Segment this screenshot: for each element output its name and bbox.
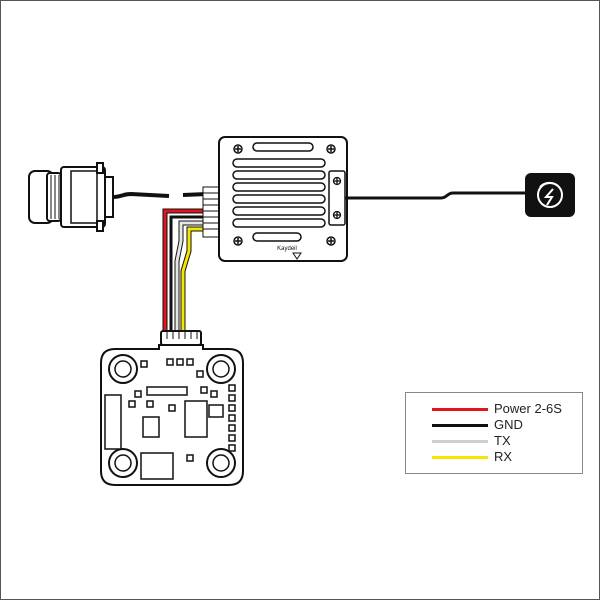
vtx-heatsink-fins xyxy=(232,142,326,242)
legend-label-rx: RX xyxy=(494,449,513,464)
legend-swatch-rx xyxy=(432,456,488,459)
legend-swatch-power xyxy=(432,408,488,411)
wire-color-legend: Power 2-6S GND TX RX xyxy=(405,392,583,474)
signal-wires xyxy=(162,186,220,331)
legend-label-tx: TX xyxy=(494,433,511,448)
flight-controller xyxy=(100,330,244,486)
wire-rx xyxy=(181,227,213,331)
antenna-patch xyxy=(525,173,575,217)
fc-mounting-holes xyxy=(108,354,236,478)
legend-item-power: Power 2-6S xyxy=(406,401,582,417)
legend-item-rx: RX xyxy=(406,449,582,465)
wire-power xyxy=(163,209,213,331)
legend-swatch-gnd xyxy=(432,424,488,427)
camera xyxy=(28,162,114,232)
vtx-brand-label: Kaydeil xyxy=(277,246,297,252)
fc-board xyxy=(100,344,244,486)
legend-swatch-tx xyxy=(432,440,488,443)
camera-cable xyxy=(112,191,170,199)
camera-bracket xyxy=(104,176,114,218)
lightning-icon xyxy=(543,188,554,206)
wire-gnd xyxy=(169,215,213,331)
legend-label-power: Power 2-6S xyxy=(494,401,562,416)
legend-item-gnd: GND xyxy=(406,417,582,433)
antenna-cable xyxy=(345,191,527,200)
legend-item-tx: TX xyxy=(406,433,582,449)
legend-label-gnd: GND xyxy=(494,417,523,432)
antenna xyxy=(525,173,575,217)
camera-body xyxy=(60,166,106,228)
vtx-module: Kaydeil xyxy=(218,136,348,262)
fc-components xyxy=(104,358,236,480)
wire-tx xyxy=(175,221,213,331)
